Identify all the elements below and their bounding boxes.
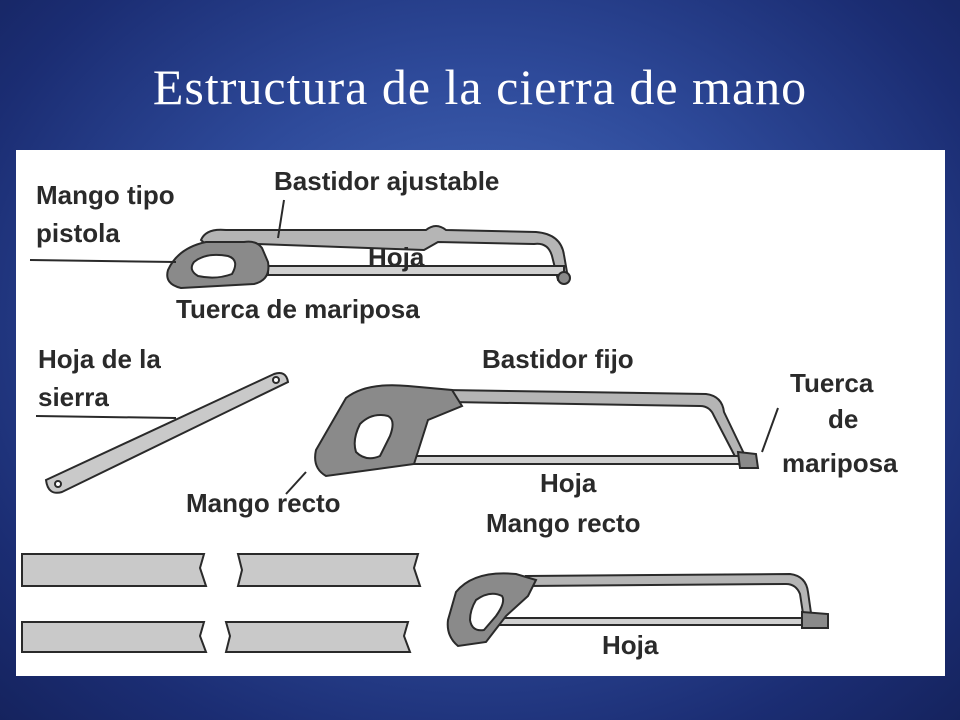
label-hoja-1: Hoja <box>368 242 425 272</box>
leader-mango-pistola <box>29 259 177 263</box>
straight-handle-2-hole <box>468 592 505 632</box>
fixed-frame <box>444 388 750 468</box>
label-tuerca-mariposa-1: Tuerca de mariposa <box>176 294 420 324</box>
label-hoja-3: Hoja <box>602 630 659 660</box>
label-bastidor-ajustable: Bastidor ajustable <box>274 166 499 196</box>
label-hoja-2: Hoja <box>540 468 597 498</box>
leader-hoja-sierra <box>35 415 177 419</box>
slide-title: Estructura de la cierra de mano <box>152 59 808 115</box>
label-mango-tipo: Mango tipo <box>36 180 175 210</box>
small-frame <box>524 572 814 621</box>
leader-tuerca-2 <box>761 407 779 453</box>
wing-nut-3 <box>801 610 829 629</box>
blade-hole-right <box>272 376 280 384</box>
label-tuerca: Tuerca <box>790 368 874 398</box>
blade-2 <box>403 455 745 465</box>
loose-blade <box>44 372 290 494</box>
pistol-grip-hole <box>190 253 237 279</box>
blade-section-3 <box>21 621 208 653</box>
label-de: de <box>828 404 858 434</box>
blade-3 <box>493 617 815 626</box>
label-hoja-de-la: Hoja de la <box>38 344 161 374</box>
blade-section-2 <box>236 553 422 587</box>
wing-nut-1 <box>557 271 571 285</box>
straight-handle-1-hole <box>353 414 394 460</box>
blade-section-1 <box>21 553 208 587</box>
loose-saw-blade <box>35 372 290 494</box>
wing-nut-2 <box>736 450 760 469</box>
leader-mango-recto-1 <box>285 471 307 495</box>
label-bastidor-fijo: Bastidor fijo <box>482 344 634 374</box>
saw-adjustable-frame <box>29 199 571 290</box>
saw-small-frame <box>446 572 829 648</box>
blade-hole-left <box>54 480 62 488</box>
label-mariposa: mariposa <box>782 448 898 478</box>
blade-section-4 <box>224 621 412 653</box>
saw-fixed-frame <box>285 384 779 495</box>
blade-sections <box>21 553 422 653</box>
label-mango-recto-1: Mango recto <box>186 488 341 518</box>
hacksaw-illustration: Mango tipo pistola Bastidor ajustable Ho… <box>21 166 898 660</box>
leader-bastidor-ajustable <box>277 199 285 239</box>
label-sierra: sierra <box>38 382 109 412</box>
label-pistola: pistola <box>36 218 120 248</box>
hacksaw-diagram: Mango tipo pistola Bastidor ajustable Ho… <box>16 150 945 676</box>
label-mango-recto-2: Mango recto <box>486 508 641 538</box>
